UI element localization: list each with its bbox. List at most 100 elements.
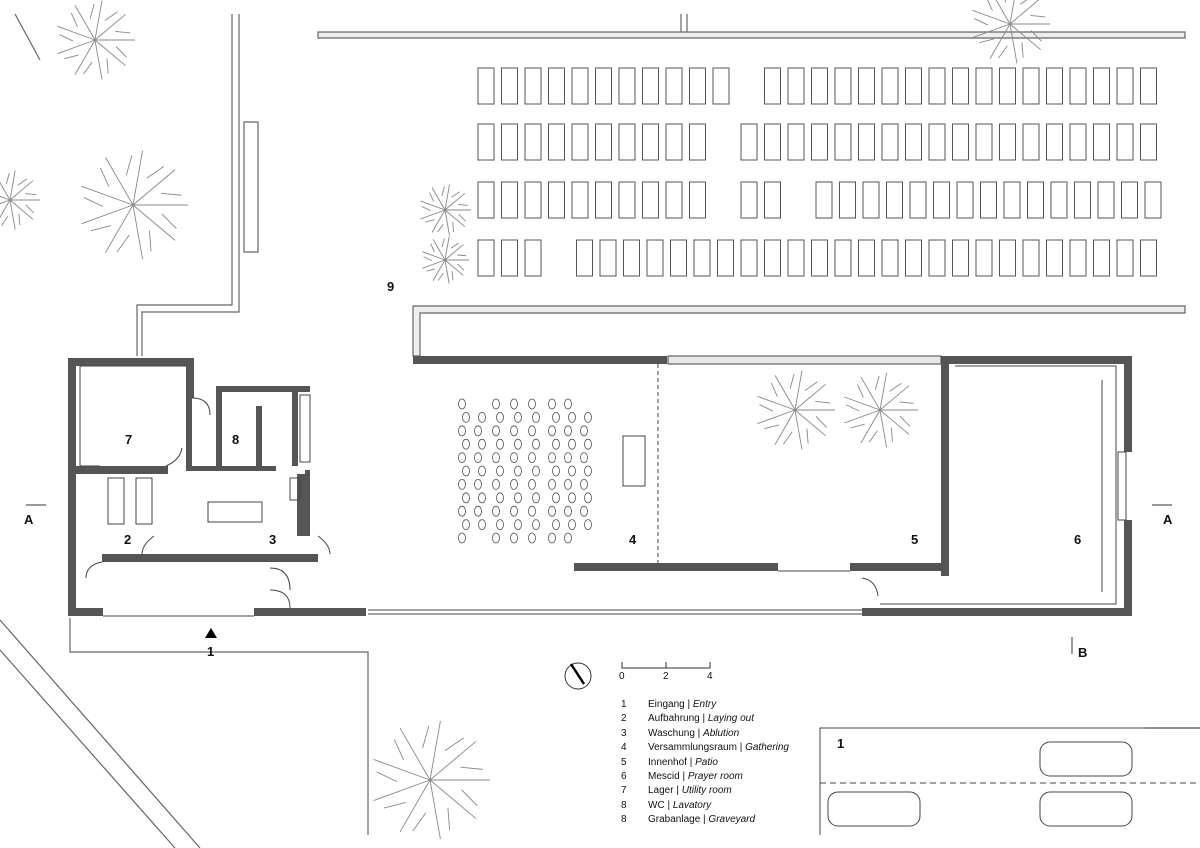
legend-german: Lager [648,785,674,797]
chair [496,411,504,423]
grave-plot [618,123,636,161]
grave-plot [952,123,969,161]
entry-arrow-icon [205,628,217,638]
grave-plot [956,181,974,219]
legend-english: Gathering [745,742,789,754]
gathering-chairs [458,398,592,544]
chair [514,465,522,477]
legend-german: Versammlungsraum [648,742,737,754]
chair [496,465,504,477]
legend-entry: Lager | Utility room [648,785,732,796]
chair [496,492,504,504]
grave-plot [712,67,730,105]
chair [564,452,572,464]
grave-plot [834,123,852,161]
chair [580,478,588,490]
grave-plot [689,67,706,105]
tree-icon [757,370,835,450]
site-boundaries [0,13,1200,848]
grave-plot [618,181,636,219]
room-label-8: 8 [232,432,239,447]
legend-english: Prayer room [687,771,743,782]
chair [478,519,486,530]
chair [492,478,500,490]
section-mark-b: B [1078,645,1088,660]
grave-plot [524,181,542,219]
chair [528,478,536,490]
legend-separator: | [700,814,709,826]
chair [532,438,540,450]
legend-entry: Grabanlage | Graveyard [648,814,755,825]
chair [552,519,560,530]
grave-plot [811,239,828,277]
chair [458,532,466,544]
grave-plot [975,67,993,105]
chair [510,505,518,517]
trees [0,0,1050,840]
grave-plot [740,123,758,161]
legend-german: Aufbahrung [648,713,700,725]
grave-plot [1140,239,1157,277]
grave-plot [999,123,1016,161]
tree-icon [57,0,135,80]
chair [462,411,470,423]
legend-entry: Waschung | Ablution [648,728,739,739]
grave-plot [571,123,589,161]
legend-english: Ablution [703,727,740,739]
grave-plot [501,239,518,277]
chair [474,505,482,517]
chair [552,465,560,477]
legend-number: 7 [621,785,627,797]
chair [548,532,556,544]
chair [528,452,536,464]
grave-plot [1022,67,1040,105]
chair [496,438,504,450]
chair [478,411,486,423]
parking-inset [819,727,1200,835]
chair [458,452,466,464]
grave-plot [787,67,805,105]
chair [548,425,556,437]
chair [510,398,518,410]
north-arrow-icon [564,662,592,690]
chair [532,465,540,477]
grave-plot [1144,181,1162,219]
section-mark-a-right: A [1163,512,1173,527]
graveyard-plots [477,67,1162,277]
grave-plot [524,67,542,105]
grave-plot [764,67,781,105]
legend-number: 2 [621,713,627,725]
grave-plot [693,239,711,277]
grave-plot [1140,67,1157,105]
chair [514,438,522,450]
grave-plot [1116,123,1134,161]
grave-plot [811,67,828,105]
grave-plot [881,67,899,105]
grave-plot [665,123,683,161]
room-label-4: 4 [629,532,637,547]
grave-plot [1027,181,1044,219]
chair [580,425,588,437]
legend-english: Utility room [681,785,732,797]
legend-separator: | [673,785,682,797]
legend-number: 8 [621,814,627,826]
grave-plot [905,239,922,277]
grave-plot [952,67,969,105]
grave-plot [999,67,1016,105]
chair [492,452,500,464]
building-walls [68,356,1132,616]
grave-plot [928,67,946,105]
chair [528,532,536,544]
chair [510,532,518,544]
grave-plot [524,123,542,161]
grave-plot [599,239,617,277]
grave-plot [858,123,875,161]
legend-separator: | [699,713,708,725]
legend-english: Graveyard [708,814,756,826]
chair [568,492,576,504]
legend-number: 8 [621,799,627,811]
grave-plot [1069,123,1087,161]
legend-german: Waschung [648,727,695,739]
chair [496,519,504,530]
grave-plot [740,239,758,277]
